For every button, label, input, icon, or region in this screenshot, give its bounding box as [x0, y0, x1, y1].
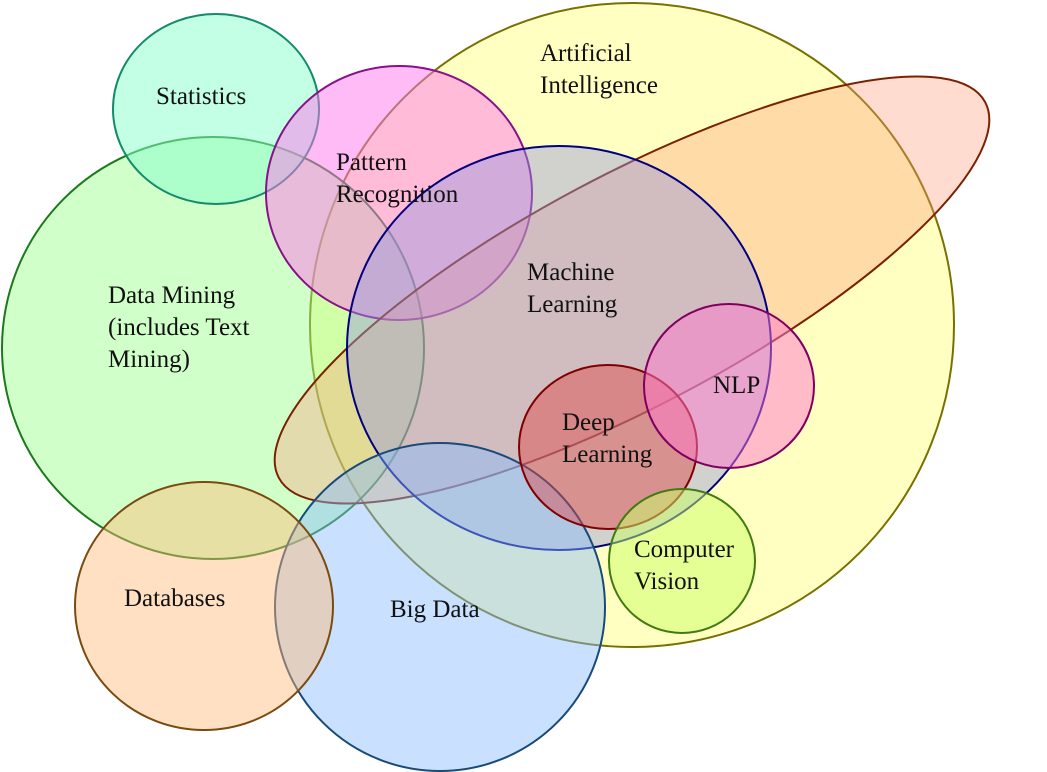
label-line: Learning — [527, 291, 618, 318]
region-nlp — [643, 303, 815, 469]
big-data-circle — [274, 442, 606, 772]
databases-circle — [74, 481, 334, 731]
label-line: Deep — [562, 409, 615, 436]
label-line: Recognition — [336, 181, 459, 208]
label-pattern-recognition: Pattern Recognition — [336, 149, 459, 208]
label-line: (includes Text — [108, 314, 250, 341]
label-data-mining: Data Mining (includes Text Mining) — [108, 282, 256, 373]
label-statistics: Statistics — [156, 83, 246, 110]
label-line: Databases — [124, 585, 225, 612]
label-line: NLP — [713, 372, 760, 399]
region-databases — [74, 481, 334, 731]
label-line: Statistics — [156, 83, 246, 110]
label-artificial-intelligence: Artificial Intelligence — [540, 40, 658, 99]
label-machine-learning: Machine Learning — [527, 259, 621, 318]
computer-vision-circle — [608, 488, 756, 634]
label-line: Mining) — [108, 346, 190, 373]
label-line: Machine — [527, 259, 614, 286]
label-computer-vision: Computer Vision — [634, 536, 740, 595]
label-deep-learning: Deep Learning — [562, 409, 653, 468]
label-nlp: NLP — [713, 372, 760, 399]
label-line: Data Mining — [108, 282, 236, 309]
region-big-data — [274, 442, 606, 772]
label-line: Vision — [634, 568, 700, 595]
region-computer-vision — [608, 488, 756, 634]
label-line: Computer — [634, 536, 735, 563]
label-databases: Databases — [124, 585, 225, 612]
nlp-circle — [643, 303, 815, 469]
label-big-data: Big Data — [390, 596, 480, 623]
label-line: Big Data — [390, 596, 480, 623]
label-line: Intelligence — [540, 72, 658, 99]
label-line: Pattern — [336, 149, 407, 176]
label-line: Learning — [562, 441, 653, 468]
label-line: Artificial — [540, 40, 632, 67]
